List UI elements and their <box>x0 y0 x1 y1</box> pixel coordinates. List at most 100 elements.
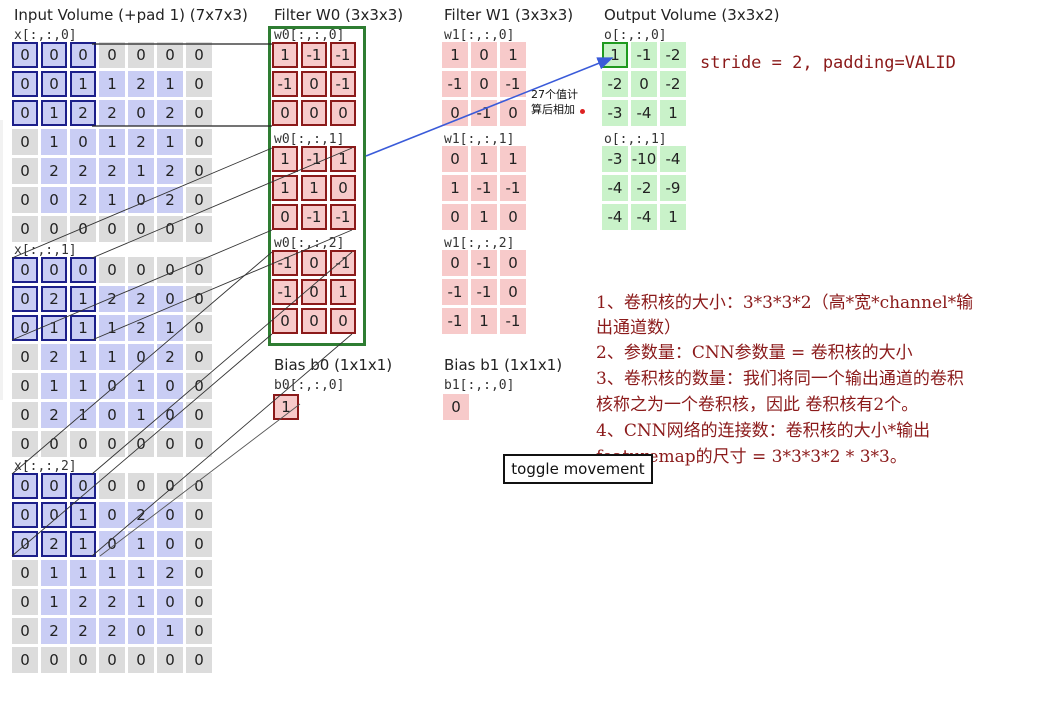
output-cell: 1 <box>602 42 628 68</box>
w0-cell: -1 <box>330 71 356 97</box>
input-cell: 0 <box>157 431 183 457</box>
input-cell: 2 <box>99 286 125 312</box>
input-cell: 0 <box>186 344 212 370</box>
output-cell: 1 <box>660 100 686 126</box>
input-cell: 0 <box>186 531 212 557</box>
output-cell: -4 <box>602 175 628 201</box>
input-cell: 1 <box>128 531 154 557</box>
w0-cell: 0 <box>272 308 298 334</box>
input-cell: 0 <box>12 647 38 673</box>
w1-slice-label: w1[:,:,1] <box>444 132 515 147</box>
input-cell: 0 <box>41 71 67 97</box>
input-slice-label: x[:,:,1] <box>14 243 77 258</box>
w1-cell: 1 <box>471 146 497 172</box>
input-cell: 0 <box>12 71 38 97</box>
input-cell: 0 <box>41 473 67 499</box>
output-cell: -1 <box>631 42 657 68</box>
input-cell: 2 <box>99 589 125 615</box>
bias-b0-title: Bias b0 (1x1x1) <box>274 356 393 374</box>
explanation-line: 1、卷积核的大小：3*3*3*2（高*宽*channel*输 <box>596 293 974 313</box>
w1-cell: 0 <box>442 100 468 126</box>
input-cell: 0 <box>157 216 183 242</box>
input-cell: 0 <box>186 618 212 644</box>
input-cell: 0 <box>128 473 154 499</box>
w0-cell: -1 <box>330 204 356 230</box>
input-cell: 1 <box>99 129 125 155</box>
w0-cell: 1 <box>301 175 327 201</box>
output-slice-label: o[:,:,0] <box>604 28 667 43</box>
input-cell: 2 <box>70 187 96 213</box>
input-cell: 1 <box>41 589 67 615</box>
input-cell: 0 <box>186 315 212 341</box>
input-cell: 1 <box>128 373 154 399</box>
output-cell: 0 <box>631 71 657 97</box>
output-cell: -4 <box>660 146 686 172</box>
w0-cell: -1 <box>301 146 327 172</box>
input-cell: 1 <box>70 502 96 528</box>
input-cell: 1 <box>99 71 125 97</box>
input-cell: 2 <box>99 100 125 126</box>
stride-label: stride = 2, padding=VALID <box>700 53 956 73</box>
input-slice-label: x[:,:,2] <box>14 459 77 474</box>
w0-cell: -1 <box>330 42 356 68</box>
w0-cell: 0 <box>301 308 327 334</box>
output-cell: -4 <box>631 204 657 230</box>
input-cell: 0 <box>12 129 38 155</box>
input-cell: 0 <box>128 187 154 213</box>
w1-slice-label: w1[:,:,2] <box>444 236 515 251</box>
w0-cell: 0 <box>330 308 356 334</box>
input-cell: 0 <box>12 42 38 68</box>
filter-w1-title: Filter W1 (3x3x3) <box>444 6 574 24</box>
input-cell: 0 <box>12 158 38 184</box>
w1-slice-label: w1[:,:,0] <box>444 28 515 43</box>
w0-slice-label: w0[:,:,0] <box>274 28 345 43</box>
w1-cell: 0 <box>471 71 497 97</box>
input-cell: 1 <box>128 402 154 428</box>
input-cell: 2 <box>70 589 96 615</box>
output-cell: -3 <box>602 146 628 172</box>
w0-slice-label: w0[:,:,2] <box>274 236 345 251</box>
explanation-line: 3、卷积核的数量：我们将同一个输出通道的卷积 <box>596 369 964 389</box>
input-cell: 0 <box>128 647 154 673</box>
input-cell: 1 <box>70 71 96 97</box>
input-cell: 1 <box>99 344 125 370</box>
bias-b1-label: b1[:,:,0] <box>444 378 515 393</box>
input-cell: 0 <box>128 431 154 457</box>
w0-cell: -1 <box>301 204 327 230</box>
bias-b0-label: b0[:,:,0] <box>274 378 345 393</box>
output-cell: -2 <box>660 42 686 68</box>
explanation-line: featuremap的尺寸 = 3*3*3*2 * 3*3。 <box>596 447 907 467</box>
output-cell: -2 <box>631 175 657 201</box>
input-cell: 2 <box>157 100 183 126</box>
w1-cell: 1 <box>442 42 468 68</box>
toggle-movement-button[interactable]: toggle movement <box>503 454 653 484</box>
input-cell: 2 <box>128 71 154 97</box>
input-cell: 0 <box>12 286 38 312</box>
bias-b1-value: 0 <box>443 394 469 420</box>
input-cell: 1 <box>128 158 154 184</box>
input-cell: 0 <box>12 187 38 213</box>
input-cell: 0 <box>70 647 96 673</box>
input-cell: 1 <box>157 71 183 97</box>
w1-cell: 0 <box>442 204 468 230</box>
w0-cell: 0 <box>272 204 298 230</box>
input-cell: 0 <box>186 560 212 586</box>
input-cell: 0 <box>12 344 38 370</box>
output-cell: -2 <box>660 71 686 97</box>
output-cell: -4 <box>602 204 628 230</box>
w1-cell: 0 <box>442 146 468 172</box>
input-cell: 2 <box>41 344 67 370</box>
input-cell: 0 <box>12 431 38 457</box>
input-cell: 1 <box>41 560 67 586</box>
input-cell: 2 <box>128 315 154 341</box>
w1-cell: 0 <box>442 250 468 276</box>
output-cell: -4 <box>631 100 657 126</box>
explanation-line: 2、参数量：CNN参数量 = 卷积核的大小 <box>596 343 913 363</box>
input-cell: 1 <box>70 531 96 557</box>
input-cell: 0 <box>186 402 212 428</box>
input-cell: 1 <box>41 373 67 399</box>
input-cell: 1 <box>99 187 125 213</box>
w1-cell: -1 <box>471 279 497 305</box>
w0-cell: -1 <box>272 71 298 97</box>
input-cell: 0 <box>12 315 38 341</box>
